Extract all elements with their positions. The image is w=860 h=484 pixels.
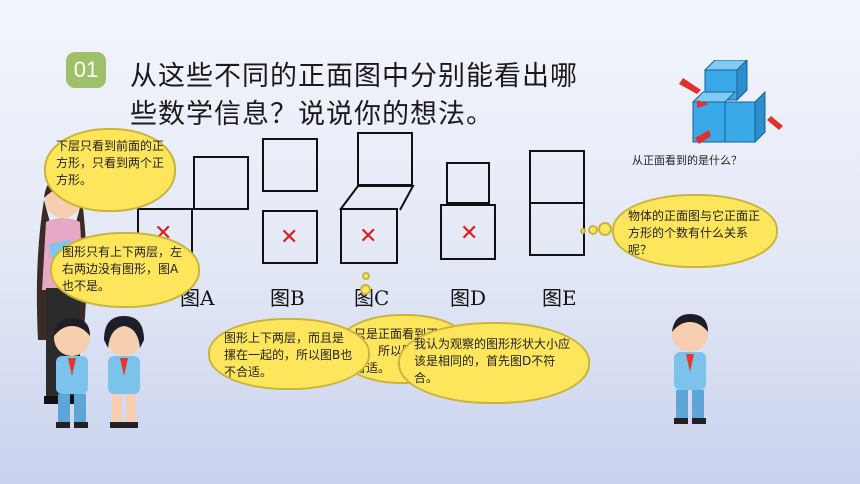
speech-cloud-teacher-top: 下层只看到前面的正方形，只看到两个正方形。 bbox=[44, 128, 176, 212]
figure-b-top-square bbox=[262, 138, 318, 192]
speech-cloud-boy-right: 我认为观察的图形形状大小应该是相同的，首先图D不符合。 bbox=[398, 322, 590, 404]
speech-cloud-teacher-mid: 图形只有上下两层，左右两边没有图形，图A也不是。 bbox=[50, 232, 200, 308]
figure-e-bottom-square bbox=[529, 202, 585, 256]
thought-bubble-dot bbox=[360, 284, 371, 295]
speech-text-boy-right: 我认为观察的图形形状大小应该是相同的，首先图D不符合。 bbox=[414, 337, 571, 385]
speech-text-teacher-mid: 图形只有上下两层，左右两边没有图形，图A也不是。 bbox=[62, 245, 183, 293]
speech-text-teacher-top: 下层只看到前面的正方形，只看到两个正方形。 bbox=[56, 139, 165, 187]
figure-c-label: 图C bbox=[354, 286, 390, 310]
figure-e-top-square bbox=[529, 150, 585, 204]
figure-c-top-square bbox=[357, 132, 413, 186]
figure-b-bottom-square bbox=[262, 210, 318, 264]
boy-student-right bbox=[672, 314, 708, 424]
thought-bubble-dot bbox=[580, 228, 586, 234]
figure-e-label: 图E bbox=[542, 286, 577, 310]
speech-cloud-right-question: 物体的正面图与它正面正方形的个数有什么关系呢？ bbox=[612, 194, 778, 268]
boy-student-left bbox=[54, 318, 90, 428]
thought-bubble-dot bbox=[598, 222, 612, 236]
figure-c-cross-mark: ✕ bbox=[359, 224, 378, 249]
thought-bubble-dot bbox=[362, 272, 370, 280]
speech-text-right-question: 物体的正面图与它正面正方形的个数有什么关系呢？ bbox=[628, 209, 761, 257]
figure-c-slanted-connector bbox=[339, 185, 415, 211]
figure-d-label: 图D bbox=[450, 286, 487, 310]
cube-model-illustration bbox=[679, 60, 783, 144]
girl-student bbox=[104, 316, 144, 428]
figure-d-bottom-square bbox=[440, 204, 496, 260]
figure-d-top-square bbox=[446, 162, 490, 204]
question-line-1: 从这些不同的正面图中分别能看出哪 bbox=[130, 61, 578, 92]
question-line-2: 些数学信息？说说你的想法。 bbox=[130, 99, 494, 130]
figure-b-cross-mark: ✕ bbox=[280, 225, 299, 250]
speech-cloud-boy-left: 图形上下两层，而且是摞在一起的，所以图B也不合适。 bbox=[208, 318, 370, 390]
thought-bubble-dot bbox=[588, 225, 598, 235]
figure-d-cross-mark: ✕ bbox=[460, 221, 479, 246]
speech-text-boy-left: 图形上下两层，而且是摞在一起的，所以图B也不合适。 bbox=[224, 331, 353, 379]
figure-a-top-square bbox=[193, 156, 249, 210]
figure-b-label: 图B bbox=[270, 286, 305, 310]
cube-model-caption: 从正面看到的是什么？ bbox=[632, 154, 742, 167]
section-number-badge: 01 bbox=[66, 52, 106, 88]
figure-c-bottom-square bbox=[340, 208, 398, 264]
